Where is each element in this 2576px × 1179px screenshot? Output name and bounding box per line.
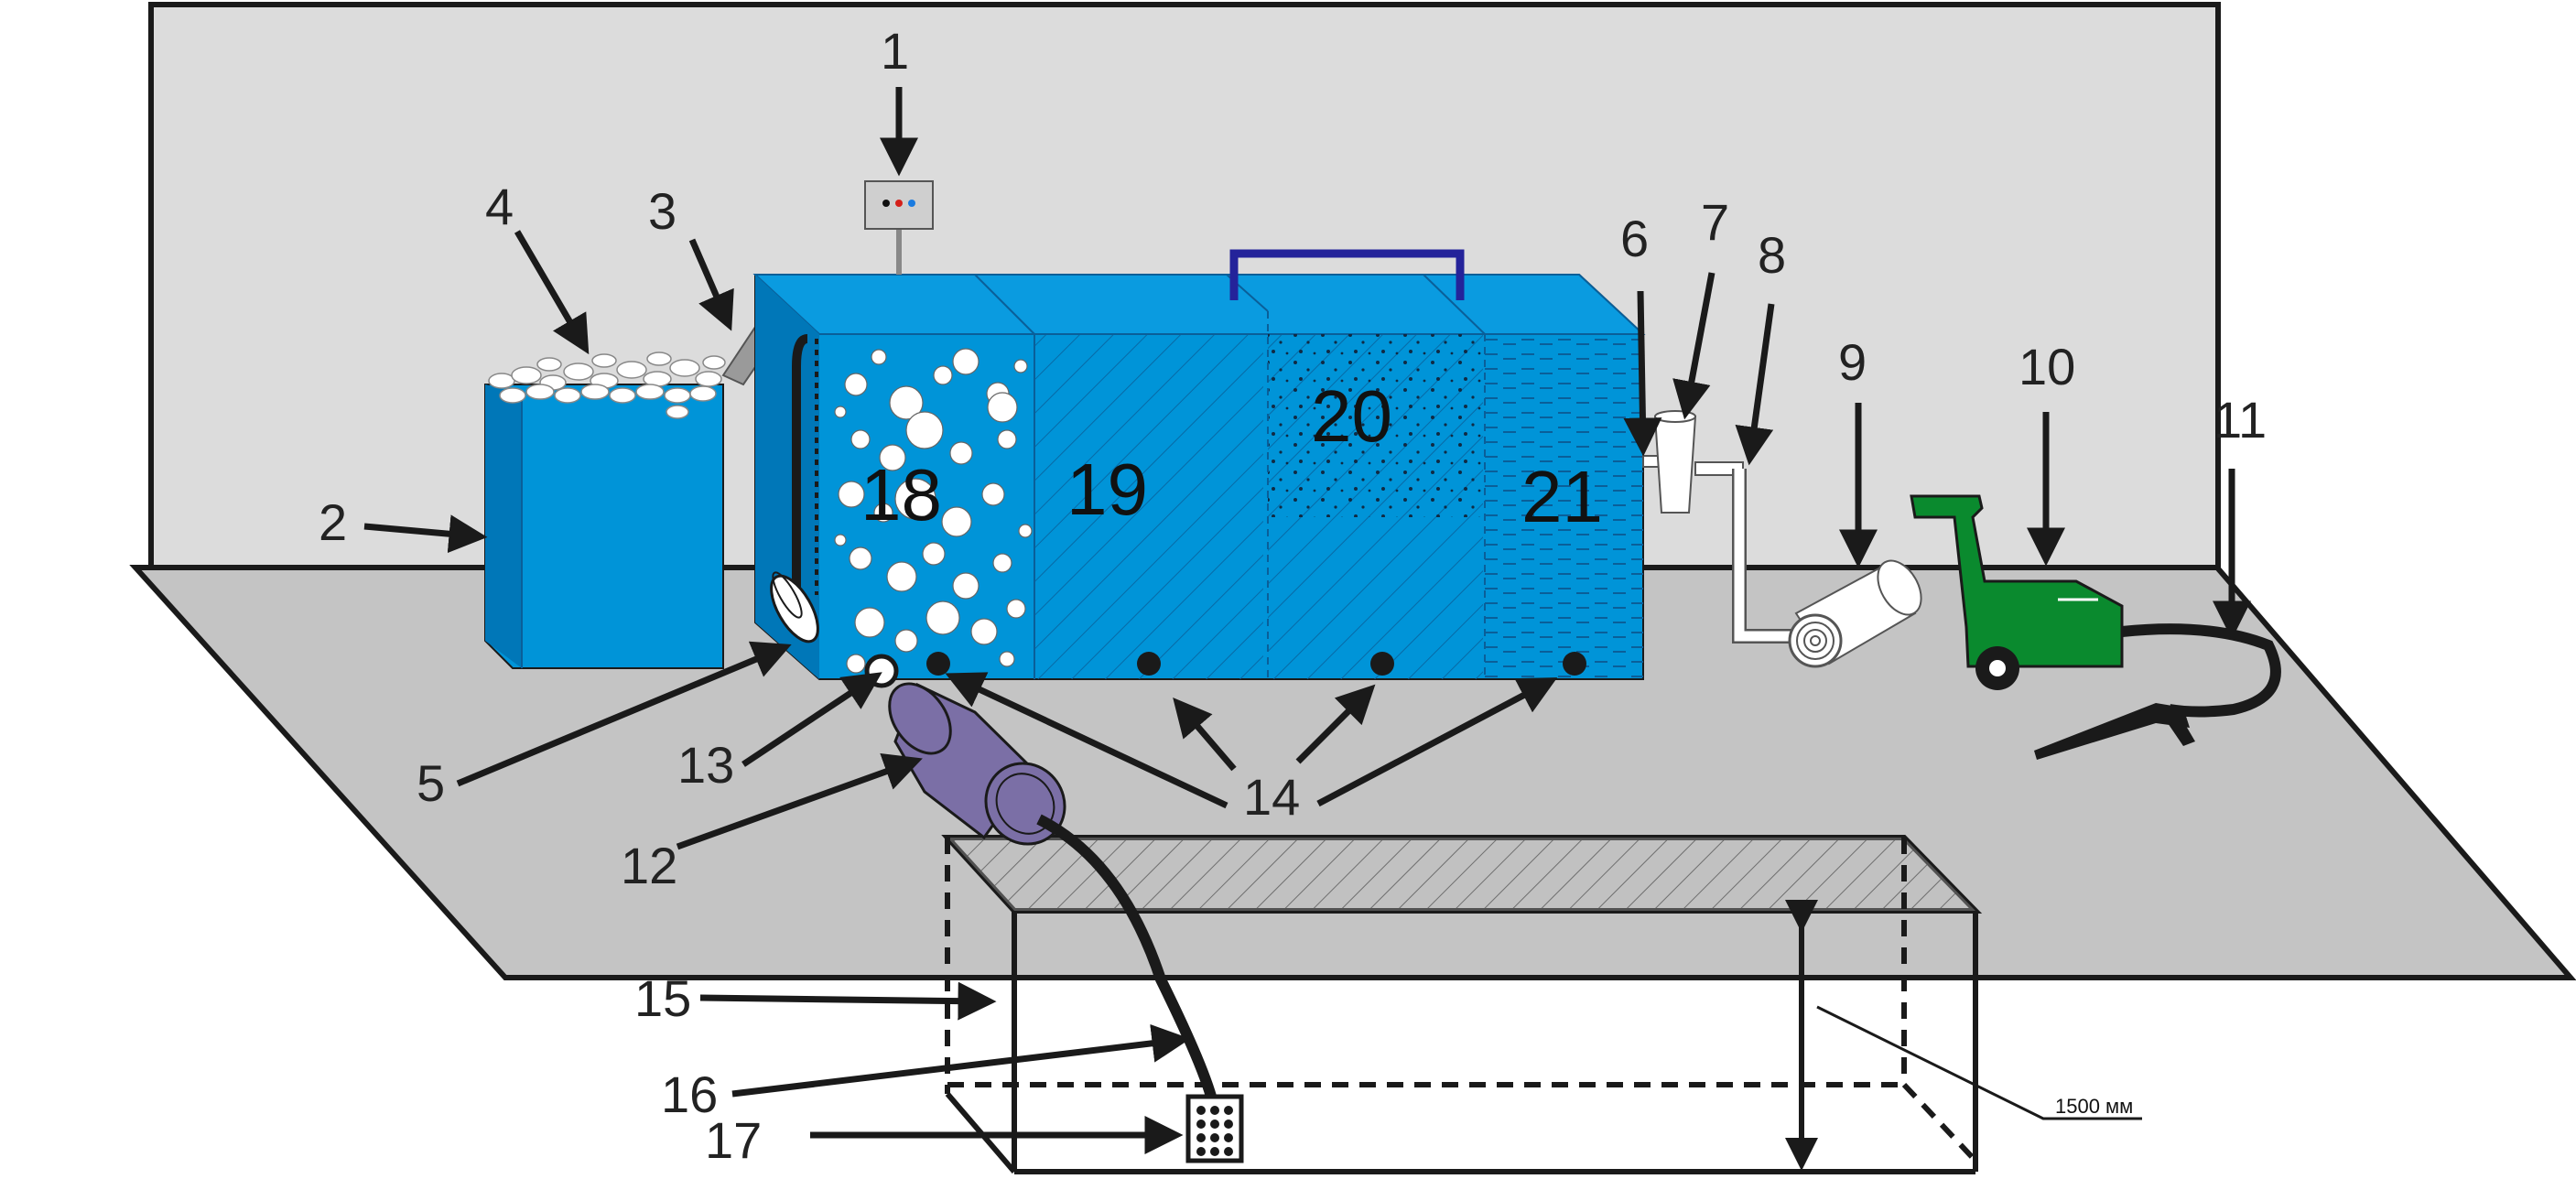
label-8: 8 (1758, 226, 1786, 284)
label-2: 2 (319, 493, 347, 551)
arrow-7 (1672, 272, 1716, 420)
arrow-14c (1295, 684, 1376, 764)
arrow-8 (1735, 303, 1775, 466)
arrow-6 (1623, 290, 1662, 457)
label-12: 12 (621, 837, 677, 894)
label-10: 10 (2019, 338, 2075, 395)
zone-19-fill (1034, 334, 1263, 679)
dimension-label: 1500 мм (2055, 1095, 2133, 1118)
arrow-2 (363, 514, 488, 554)
sump-strainer (1185, 1094, 1244, 1163)
arrow-5 (456, 641, 792, 787)
granules (488, 352, 726, 419)
label-5: 5 (417, 754, 445, 812)
filter-belt (792, 334, 808, 595)
zone-label-21: 21 (1521, 456, 1603, 537)
drain-hole-1 (926, 652, 950, 676)
dimension-leader (1816, 1005, 2142, 1120)
zone-20-particles (1268, 334, 1483, 517)
arrow-14d (1316, 677, 1558, 807)
label-17: 17 (705, 1111, 762, 1169)
drain-hole-3 (1370, 652, 1394, 676)
label-13: 13 (677, 736, 734, 794)
spray-hose (2034, 623, 2281, 760)
label-1: 1 (881, 22, 909, 80)
arrow-3 (688, 238, 734, 331)
zone-label-20: 20 (1311, 375, 1392, 457)
arrow-16 (731, 1023, 1191, 1098)
hopper (484, 352, 726, 669)
arrow-12 (676, 752, 923, 850)
zone-21-fill (1485, 334, 1643, 679)
label-15: 15 (634, 969, 691, 1027)
trench (941, 835, 1983, 1174)
label-9: 9 (1838, 333, 1867, 391)
pump-unit (1910, 494, 2124, 690)
drain-hose (1036, 814, 1218, 1105)
tank-handle (1229, 249, 1465, 300)
air-bubbles (834, 348, 1033, 674)
label-7: 7 (1701, 193, 1729, 251)
drain-hole-2 (1137, 652, 1161, 676)
label-16: 16 (661, 1065, 718, 1123)
sorbent-roll (1788, 559, 1922, 668)
label-6: 6 (1620, 210, 1649, 267)
drain-hole-4 (1563, 652, 1586, 676)
zone-label-19: 19 (1066, 449, 1148, 530)
label-3: 3 (648, 182, 676, 240)
zone-label-18: 18 (860, 454, 942, 535)
filter-roll (770, 571, 819, 644)
arrow-14a (945, 672, 1228, 809)
label-4: 4 (485, 178, 514, 235)
arrow-15 (699, 981, 997, 1021)
treatment-tank (752, 249, 1646, 688)
arrow-4 (514, 230, 590, 355)
arrow-13 (741, 672, 882, 767)
label-11: 11 (2213, 391, 2267, 449)
arrow-14b (1173, 698, 1237, 772)
control-box (864, 180, 934, 275)
label-14: 14 (1243, 768, 1300, 826)
